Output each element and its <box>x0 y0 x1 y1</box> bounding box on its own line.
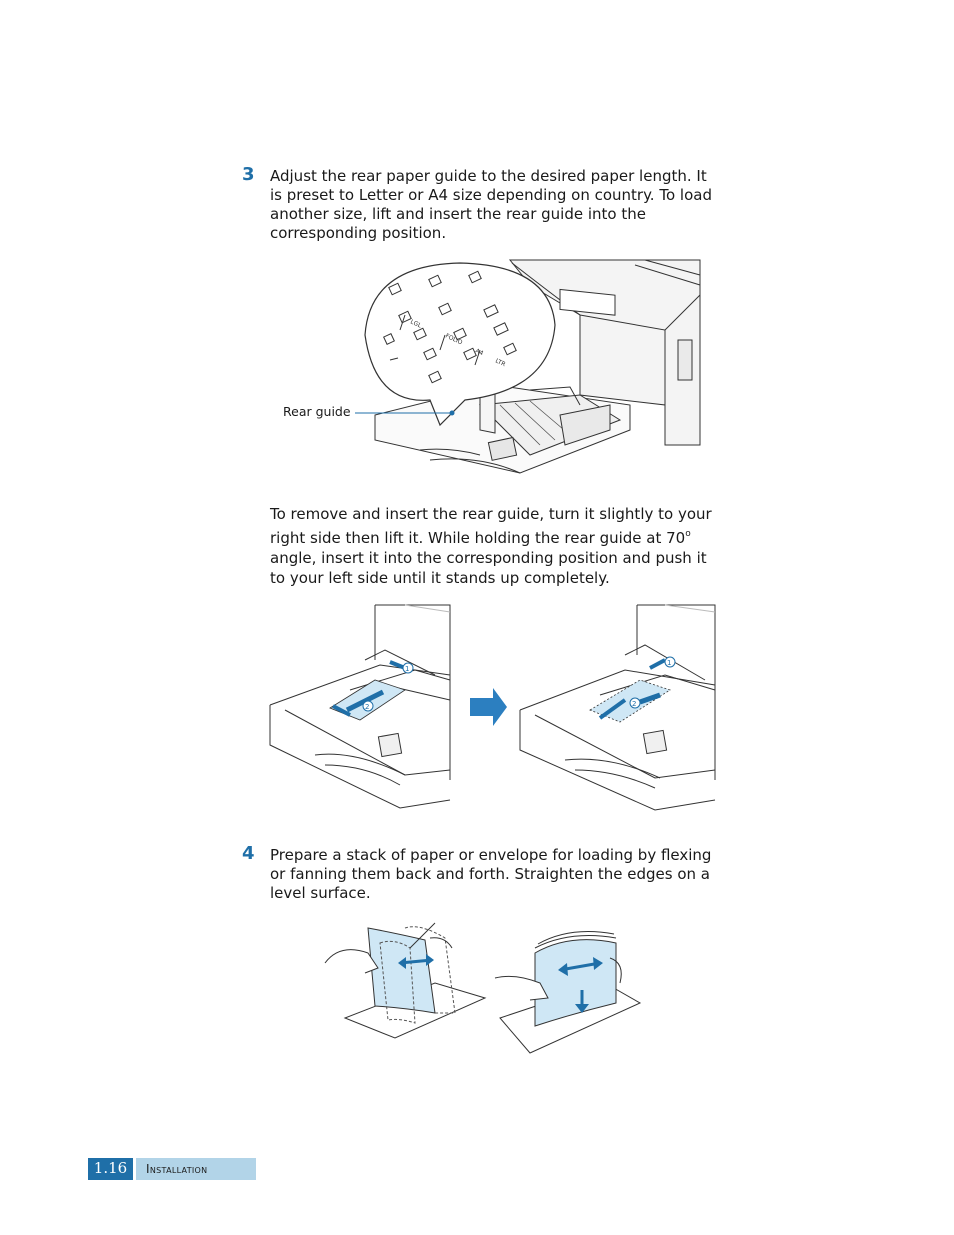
remove-note-part-1: To remove and insert the rear guide, tur… <box>270 505 712 547</box>
step-4-text: Prepare a stack of paper or envelope for… <box>270 846 712 902</box>
right-marker-2: 2 <box>632 700 636 708</box>
remove-guide-note: To remove and insert the rear guide, tur… <box>270 504 720 588</box>
step-number-3: 3 <box>242 164 255 185</box>
step-number-4: 4 <box>242 843 255 864</box>
left-marker-2: 2 <box>365 703 369 711</box>
step-3-text: Adjust the rear paper guide to the desir… <box>270 167 712 242</box>
page-number: 1.16 <box>88 1158 133 1180</box>
left-marker-1: 1 <box>405 665 409 673</box>
zoom-label-a4: A4 <box>474 347 484 357</box>
rear-guide-callout: Rear guide <box>283 404 351 419</box>
guide-insertion-illustration: 1 2 1 2 <box>269 604 716 811</box>
fan-paper-illustration <box>324 922 642 1054</box>
zoom-label-lgl: LGL <box>409 318 423 329</box>
right-marker-1: 1 <box>667 659 671 667</box>
zoom-label-ltr: LTR <box>494 357 506 368</box>
rear-guide-illustration: LGL FOLIO A4 LTR <box>355 259 701 474</box>
section-title: Installation <box>136 1158 256 1180</box>
remove-note-part-2: angle, insert it into the corresponding … <box>270 549 707 587</box>
degree-symbol: o <box>685 529 691 539</box>
